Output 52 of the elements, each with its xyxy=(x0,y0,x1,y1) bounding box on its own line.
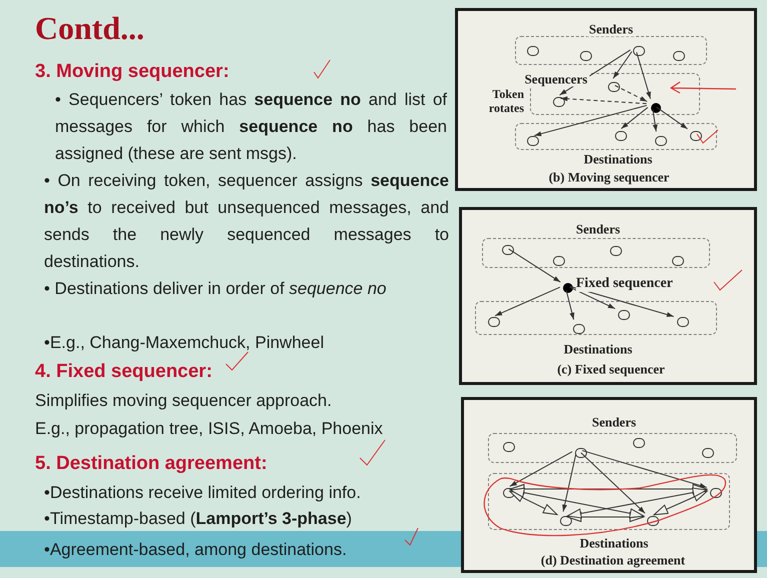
arrow xyxy=(636,52,651,100)
arrow xyxy=(510,484,707,494)
arrow xyxy=(559,49,631,96)
arrow xyxy=(562,454,576,512)
arrow xyxy=(612,51,632,79)
figure-panel xyxy=(461,397,757,573)
slide-title: Contd... xyxy=(35,9,144,48)
bullet-text: • On receiving token, sequencer assigns sequence no’s to received but unsequenced messages, and sends the newly sequenced messages to destinations. xyxy=(44,170,449,273)
arrow xyxy=(566,290,574,320)
bullet-text: • Sequencers’ token has sequence no and list of messages for which sequence no has been assigned (these are sent msgs). xyxy=(55,89,447,165)
arrow xyxy=(567,512,644,522)
arrow xyxy=(509,490,558,516)
arrow xyxy=(656,106,688,130)
arrow xyxy=(494,286,560,316)
group-label: Destinations xyxy=(562,342,634,356)
bullet-text: •Timestamp-based (Lamport’s 3-phase) xyxy=(44,508,352,530)
arrow xyxy=(534,104,648,136)
bullet-text: E.g., propagation tree, ISIS, Amoeba, Phoenix xyxy=(35,418,383,440)
annotation-text: Token rotates xyxy=(488,87,524,115)
arrow xyxy=(508,248,561,283)
group-label: Destinations xyxy=(578,536,650,550)
section-heading: 5. Destination agreement: xyxy=(35,452,268,476)
bullet-text: Simplifies moving sequencer approach. xyxy=(35,390,332,412)
figure-caption: (b) Moving sequencer xyxy=(548,170,670,184)
arrow xyxy=(560,96,647,104)
group-label: Senders xyxy=(590,414,638,430)
bullet-text: •E.g., Chang-Maxemchuck, Pinwheel xyxy=(44,332,324,354)
arrow xyxy=(510,488,644,518)
arrow xyxy=(614,84,648,102)
bullet-text: •Destinations receive limited ordering info. xyxy=(44,482,361,504)
section-heading: 4. Fixed sequencer: xyxy=(35,360,212,384)
node-label: Fixed sequencer xyxy=(576,276,673,292)
figure-panel xyxy=(459,207,757,385)
arrow xyxy=(509,451,573,487)
figure-panel xyxy=(455,8,757,191)
arrow xyxy=(569,286,616,310)
group-label: Sequencers xyxy=(522,72,590,86)
bullet-text: • Destinations deliver in order of sequence no xyxy=(44,278,388,300)
group-label: Senders xyxy=(586,22,636,36)
arrow xyxy=(652,108,658,132)
arrow xyxy=(566,488,708,518)
arrow xyxy=(580,452,646,514)
arrow xyxy=(654,490,708,516)
group-label: Senders xyxy=(574,222,622,236)
arrow xyxy=(620,106,648,130)
section-heading: 3. Moving sequencer: xyxy=(35,60,230,84)
group-label: Destinations xyxy=(582,152,654,166)
bullet-text: •Agreement-based, among destinations. xyxy=(44,539,347,561)
arrow xyxy=(582,450,708,488)
figure-caption: (c) Fixed sequencer xyxy=(556,362,666,376)
arrow xyxy=(570,286,674,317)
figure-caption: (d) Destination agreement xyxy=(540,552,686,568)
